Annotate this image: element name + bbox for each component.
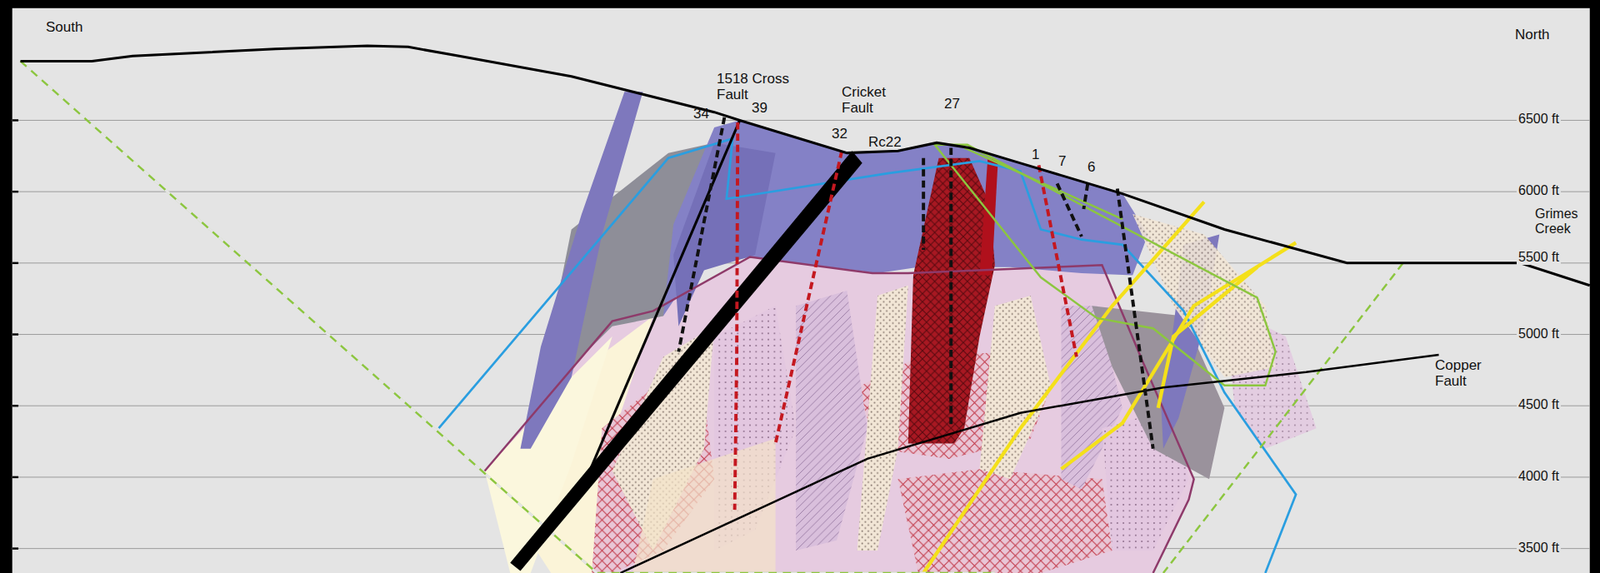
section-label: 4000 ft <box>1516 469 1561 485</box>
section-label: South <box>45 20 83 36</box>
section-label: Copper Fault <box>1435 358 1486 390</box>
section-label: 1 <box>1031 147 1040 164</box>
section-label: Rc22 <box>868 135 902 151</box>
section-label: North <box>1515 27 1550 44</box>
section-label: 39 <box>751 100 768 117</box>
section-label: 4500 ft <box>1516 397 1561 413</box>
section-label: 32 <box>831 126 848 143</box>
section-label: Grimes Creek <box>1533 206 1585 236</box>
section-label: 6000 ft <box>1516 183 1561 199</box>
section-label: 34 <box>693 106 710 123</box>
section-label: 1518 Cross Fault <box>716 71 796 103</box>
section-label: 3500 ft <box>1516 540 1561 556</box>
section-label: 5500 ft <box>1516 250 1561 265</box>
section-label: 6500 ft <box>1516 111 1561 127</box>
section-label: 6 <box>1087 160 1095 176</box>
section-label: 5000 ft <box>1516 326 1561 342</box>
section-label: 7 <box>1058 154 1066 170</box>
section-label: Cricket Fault <box>841 85 893 116</box>
section-label: 27 <box>944 96 960 113</box>
